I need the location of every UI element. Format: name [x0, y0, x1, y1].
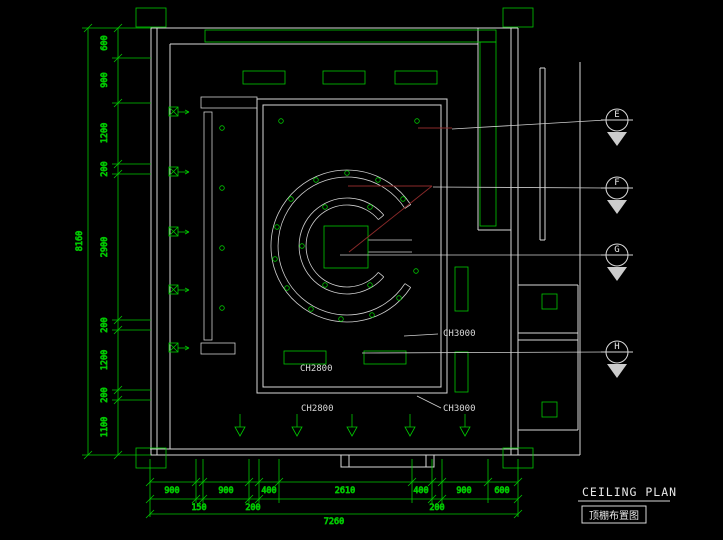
marker-letter: H: [614, 342, 619, 352]
bottom-dimension-chain: 900 900 400 2610 400 900 600 150 200 200…: [145, 459, 523, 527]
svg-text:400: 400: [261, 486, 276, 496]
down-arrow-symbols: [234, 414, 471, 437]
center-grille: [323, 225, 369, 269]
corner-column-top-right: [502, 7, 534, 28]
left-total-dimension: 8160: [75, 231, 85, 251]
spiral-ceiling-feature: [270, 169, 412, 323]
elevation-marker-f: F: [601, 176, 633, 214]
linear-diffusers: [200, 96, 258, 355]
right-beam-hatch: [479, 41, 497, 227]
marker-leader-lines: [340, 119, 607, 409]
svg-text:900: 900: [456, 486, 471, 496]
ceiling-fixture: [363, 350, 407, 365]
svg-text:900: 900: [100, 72, 110, 87]
ceiling-fixture: [454, 351, 469, 393]
left-dimension-chain: 600 900 1200 200 2900 200 1200 200 1100 …: [75, 23, 151, 460]
title-block: CEILING PLAN 顶棚布置图: [578, 485, 677, 524]
marker-letter: G: [614, 245, 619, 255]
drawing-title: CEILING PLAN: [582, 485, 677, 499]
right-side-rooms: [518, 62, 581, 455]
svg-text:900: 900: [164, 486, 179, 496]
elevation-marker-g: G: [601, 243, 633, 281]
inner-ceiling-rect: [256, 98, 448, 394]
ceiling-fixture: [454, 266, 469, 312]
svg-text:200: 200: [100, 161, 110, 176]
svg-text:150: 150: [191, 503, 206, 513]
grid-light-fixtures: [242, 70, 469, 393]
ceiling-fixture: [283, 350, 327, 365]
outer-walls: [150, 27, 580, 456]
top-beam-hatch: [204, 29, 497, 43]
svg-text:900: 900: [218, 486, 233, 496]
wall-washer-symbols: [168, 106, 190, 353]
svg-text:600: 600: [100, 35, 110, 50]
entrance-detail: [340, 454, 435, 468]
label-ch3000-bottom: CH3000: [443, 404, 476, 414]
label-ch2800-outer: CH2800: [301, 404, 334, 414]
svg-text:2900: 2900: [100, 237, 110, 257]
svg-text:600: 600: [494, 486, 509, 496]
ceiling-fixture: [541, 401, 558, 418]
label-ch3000-mid: CH3000: [443, 329, 476, 339]
marker-letter: E: [614, 110, 619, 120]
svg-text:2610: 2610: [335, 486, 355, 496]
ceiling-fixture: [541, 293, 558, 310]
svg-text:1200: 1200: [100, 123, 110, 143]
red-reference-lines: [348, 127, 452, 253]
drawing-title-cn: 顶棚布置图: [589, 509, 639, 522]
corner-column-top-left: [135, 7, 167, 28]
svg-text:1200: 1200: [100, 350, 110, 370]
downlight-dots: [219, 118, 420, 322]
svg-text:200: 200: [429, 503, 444, 513]
ceiling-fixture: [322, 70, 366, 85]
elevation-marker-e: E: [601, 108, 633, 146]
ceiling-fixture: [242, 70, 286, 85]
ceiling-fixture: [394, 70, 438, 85]
bottom-total-dimension: 7260: [324, 517, 344, 527]
svg-text:200: 200: [100, 317, 110, 332]
title-box-cn: [581, 505, 647, 524]
label-ch2800-inner: CH2800: [300, 364, 333, 374]
svg-text:400: 400: [413, 486, 428, 496]
svg-text:1100: 1100: [100, 417, 110, 437]
corner-column-bottom-left: [135, 447, 167, 469]
elevation-marker-h: H: [601, 340, 633, 378]
svg-text:200: 200: [245, 503, 260, 513]
svg-text:200: 200: [100, 387, 110, 402]
marker-letter: F: [614, 178, 619, 188]
